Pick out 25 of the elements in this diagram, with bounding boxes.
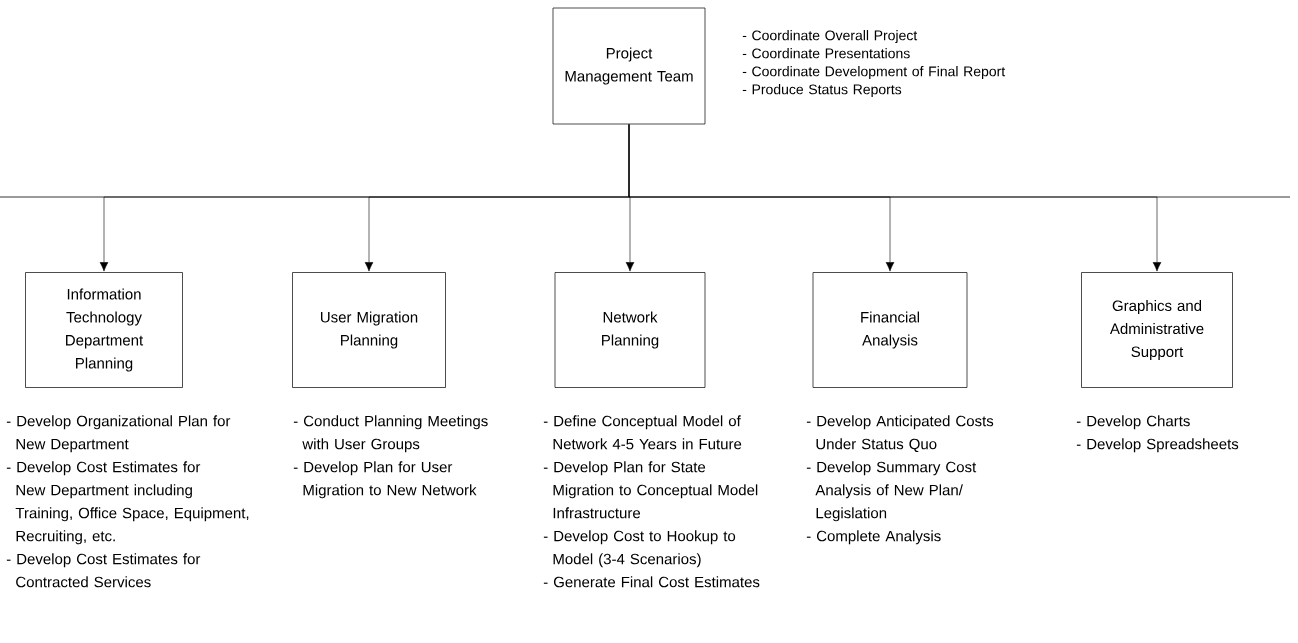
task-item: - Complete Analysis: [806, 530, 941, 545]
task-item: - Develop Summary Cost Analysis of New Plan/ Legislation: [806, 461, 977, 522]
task-item: - Produce Status Reports: [742, 84, 902, 98]
unit-box: Financial Analysis: [812, 272, 968, 388]
task-item: - Develop Plan for User Migration to New Network: [293, 461, 477, 499]
connector-arrow: [628, 124, 1162, 272]
task-item: - Develop Cost Estimates for New Department including Training, Office Space, Equipment, Recruiting, etc.: [6, 461, 249, 545]
task-item: - Generate Final Cost Estimates: [543, 576, 760, 588]
task-item: - Coordinate Overall Project: [742, 30, 918, 44]
task-item: - Develop Cost to Hookup to Model (3-4 Scenarios): [543, 530, 736, 568]
unit-box: User Migration Planning: [292, 272, 446, 388]
task-item: - Coordinate Presentations: [742, 48, 910, 59]
unit-box: Information Technology Department Planning: [25, 272, 183, 388]
unit-box: Project Management Team: [552, 7, 706, 125]
task-item: - Develop Charts: [1076, 415, 1190, 430]
task-item: - Develop Organizational Plan for New Department: [6, 415, 231, 453]
task-item: - Coordinate Development of Final Report: [742, 66, 1006, 80]
task-item: - Define Conceptual Model of Network 4-5 Years in Future: [543, 415, 742, 450]
task-item: - Develop Spreadsheets: [1076, 438, 1239, 453]
task-item: - Develop Plan for State Migration to Conceptual Model Infrastructure: [543, 461, 758, 519]
unit-box: Network Planning: [554, 272, 706, 388]
task-item: - Conduct Planning Meetings with User Groups: [293, 415, 488, 453]
unit-box: Graphics and Administrative Support: [1081, 272, 1233, 388]
task-item: - Develop Cost Estimates for Contracted Services: [6, 553, 201, 588]
task-item: - Develop Anticipated Costs Under Status Quo: [806, 415, 994, 453]
